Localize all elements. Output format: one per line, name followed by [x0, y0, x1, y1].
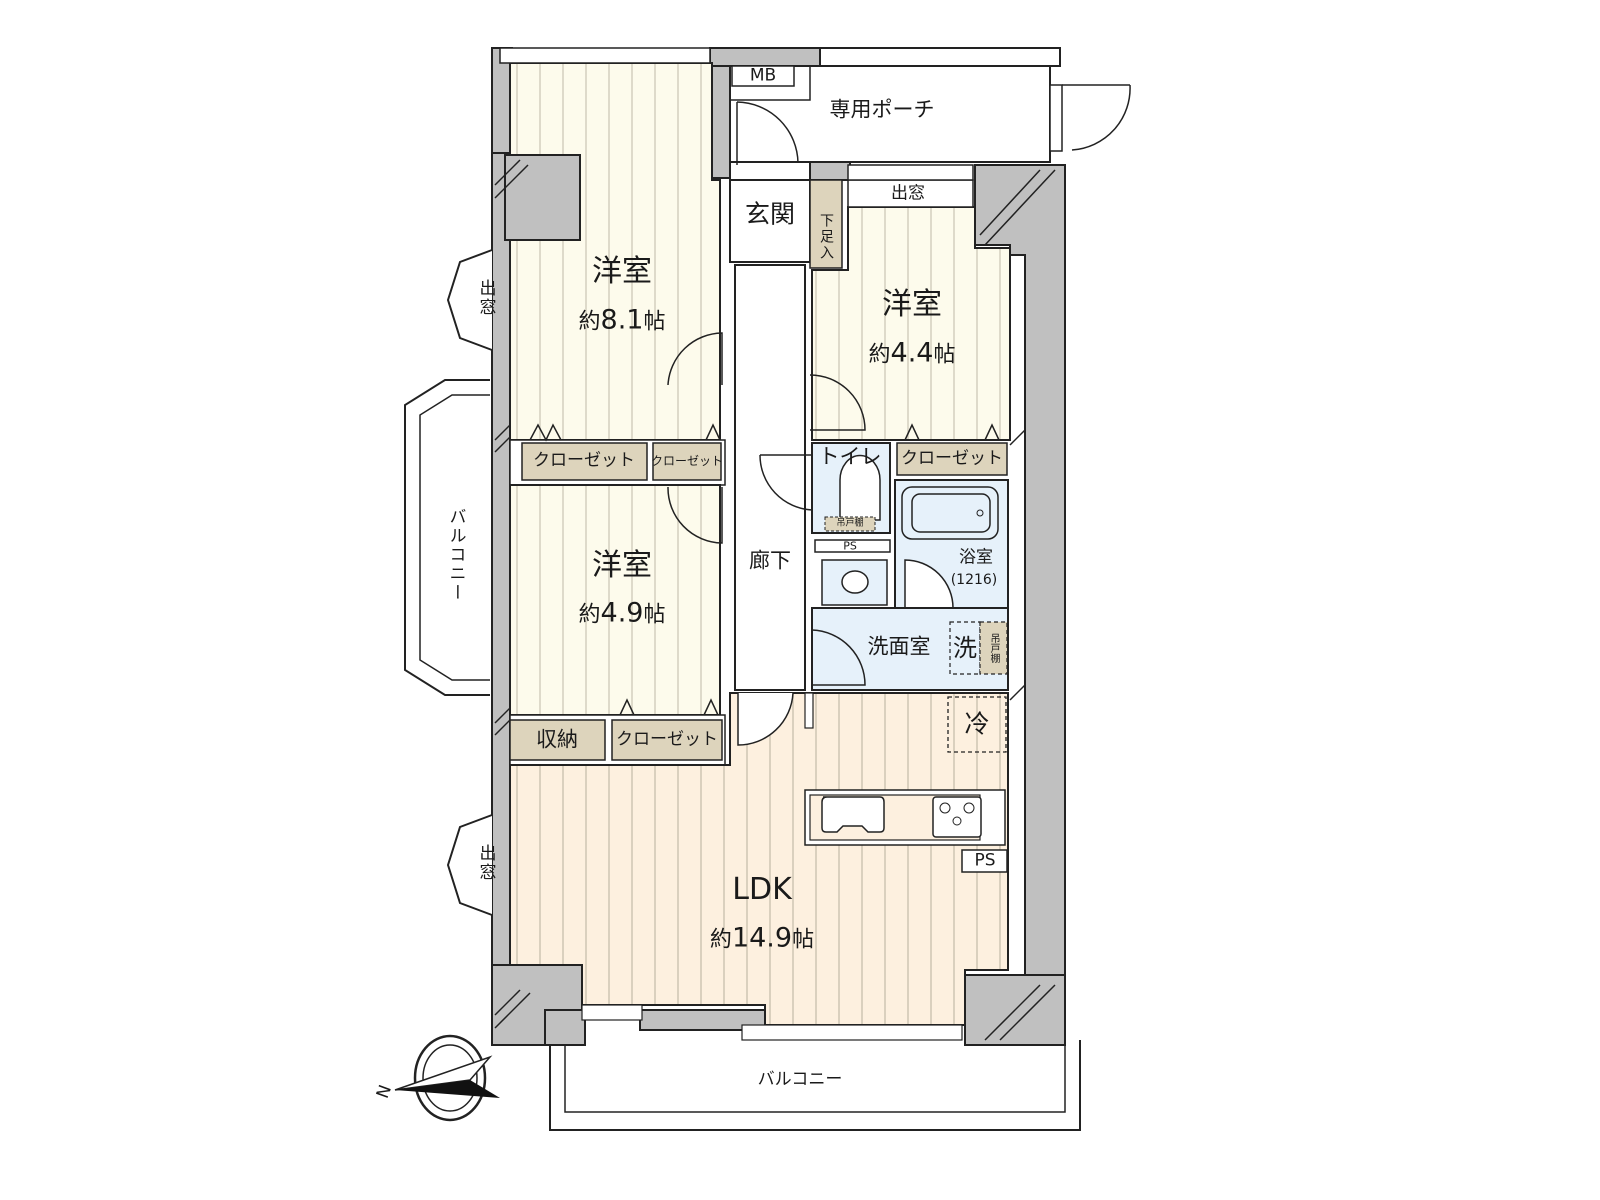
- ps-label-2: PS: [974, 850, 996, 871]
- hallway-label: 廊下: [749, 548, 791, 573]
- washroom-floor: [811, 607, 1009, 691]
- sink: [821, 796, 885, 833]
- meter-box-label: MB: [749, 65, 777, 86]
- meter-box: [731, 65, 795, 87]
- bathroom-label: 浴室: [959, 547, 993, 568]
- western-room-2-label: 洋室: [882, 287, 942, 322]
- fridge-space: [947, 696, 1007, 753]
- western-room-2-floor: [811, 206, 1011, 441]
- closet-4-label: クローゼット: [901, 448, 1003, 469]
- toilet-label: トイレ: [818, 444, 882, 469]
- bay-window-top-label: 出窓: [891, 183, 925, 204]
- closet-3-box: [611, 719, 723, 761]
- compass-icon: [394, 1034, 500, 1122]
- washroom-label: 洗面室: [867, 634, 931, 659]
- ps-box-1: [814, 539, 891, 553]
- bottom-balcony: [549, 1040, 1081, 1131]
- storage-box: [509, 719, 606, 761]
- toilet-bowl: [839, 454, 881, 521]
- shoe-box-label: 下足入: [818, 213, 834, 261]
- column-hatching: [494, 159, 1056, 1041]
- closet-2-box: [652, 442, 722, 481]
- shoe-box: [809, 179, 843, 269]
- bay-window-left-upper-label: 出窓: [475, 279, 496, 317]
- western-room-1-label: 洋室: [592, 254, 652, 289]
- private-porch-label: 専用ポーチ: [829, 97, 935, 122]
- ps-label-1: PS: [843, 539, 857, 553]
- western-room-3-floor: [509, 484, 721, 716]
- bottom-balcony-label: バルコニー: [757, 1069, 843, 1090]
- washer-label: 洗: [953, 634, 977, 662]
- western-room-2-area: 約4.4帖: [868, 337, 956, 369]
- toilet-shelf-label: 吊戸棚: [836, 518, 864, 529]
- entrance-label: 玄関: [744, 199, 796, 229]
- closet-1-label: クローゼット: [533, 450, 635, 471]
- hanging-cabinet-box: [979, 621, 1008, 675]
- ldk-label: LDK: [732, 872, 792, 907]
- western-room-3-area: 約4.9帖: [578, 597, 666, 629]
- bathtub: [901, 486, 999, 540]
- closet-1-box: [521, 442, 648, 481]
- side-balcony-label: バルコニー: [445, 507, 466, 603]
- western-room-3-label: 洋室: [592, 548, 652, 583]
- ldk-floor: [509, 692, 1009, 1026]
- entrance-floor: [729, 179, 811, 263]
- closet-4-box: [896, 442, 1008, 476]
- closet-3-label: クローゼット: [616, 729, 718, 750]
- fridge-label: 冷: [964, 709, 990, 739]
- ldk-area: 約14.9帖: [709, 922, 815, 954]
- hallway-floor: [734, 264, 806, 691]
- western-room-1-floor: [509, 62, 721, 441]
- storage-label: 収納: [536, 727, 578, 752]
- hanging-cabinet-label: 吊戸棚: [988, 633, 999, 663]
- bay-window-left-lower-label: 出窓: [475, 844, 496, 882]
- bay-window-left-upper: [446, 249, 493, 351]
- bay-window-left-lower: [446, 814, 493, 916]
- side-balcony: [404, 379, 490, 696]
- ps-box-2: [961, 849, 1008, 873]
- western-room-1-area: 約8.1帖: [578, 304, 666, 336]
- closet-2-label: クローゼット: [650, 454, 724, 468]
- bathroom-size: (1216): [950, 572, 998, 588]
